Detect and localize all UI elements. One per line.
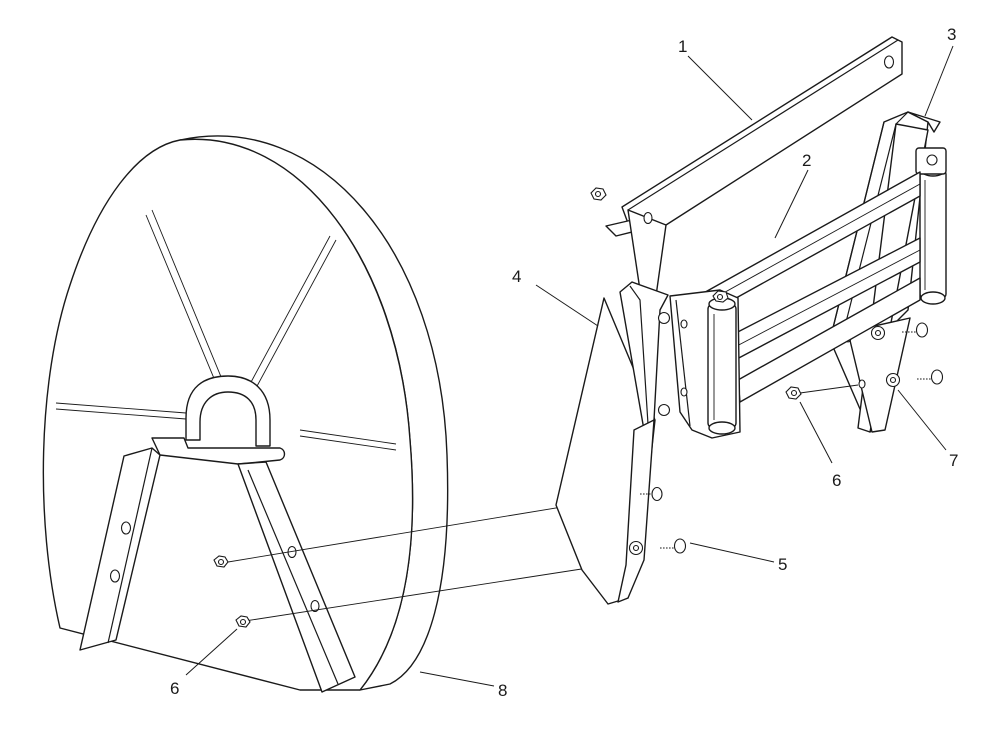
assembly-lines — [221, 505, 589, 622]
nut-part-6-left — [213, 555, 251, 628]
callout-6: 6 — [832, 471, 841, 490]
callout-5: 5 — [778, 555, 787, 574]
callout-4: 4 — [512, 267, 521, 286]
leg-hole — [109, 569, 121, 583]
callout-3: 3 — [947, 25, 956, 44]
leg-hole — [120, 521, 132, 535]
leg-hole — [310, 599, 320, 613]
bolt-washer-part-7 — [870, 322, 944, 388]
callout-8: 8 — [498, 681, 507, 700]
wheel-disc-part-8 — [42, 135, 449, 693]
arm-bars-part-2 — [699, 171, 921, 403]
leader-lines — [185, 45, 954, 687]
bolt-part-5 — [628, 486, 687, 556]
bar-hole — [883, 55, 895, 69]
bar-hole — [643, 211, 653, 225]
plate-hole — [680, 319, 688, 329]
callout-6: 6 — [170, 679, 179, 698]
bracket-hole — [858, 379, 866, 389]
callout-labels: 1 3 2 4 5 6 7 6 8 — [170, 25, 958, 700]
mount-plate-part-4 — [555, 281, 741, 605]
callout-2: 2 — [802, 151, 811, 170]
plate-hole — [680, 387, 688, 397]
callout-1: 1 — [678, 37, 687, 56]
nut-part-6-right — [785, 384, 859, 400]
callout-7: 7 — [949, 451, 958, 470]
angle-bar-part-1 — [590, 36, 903, 297]
